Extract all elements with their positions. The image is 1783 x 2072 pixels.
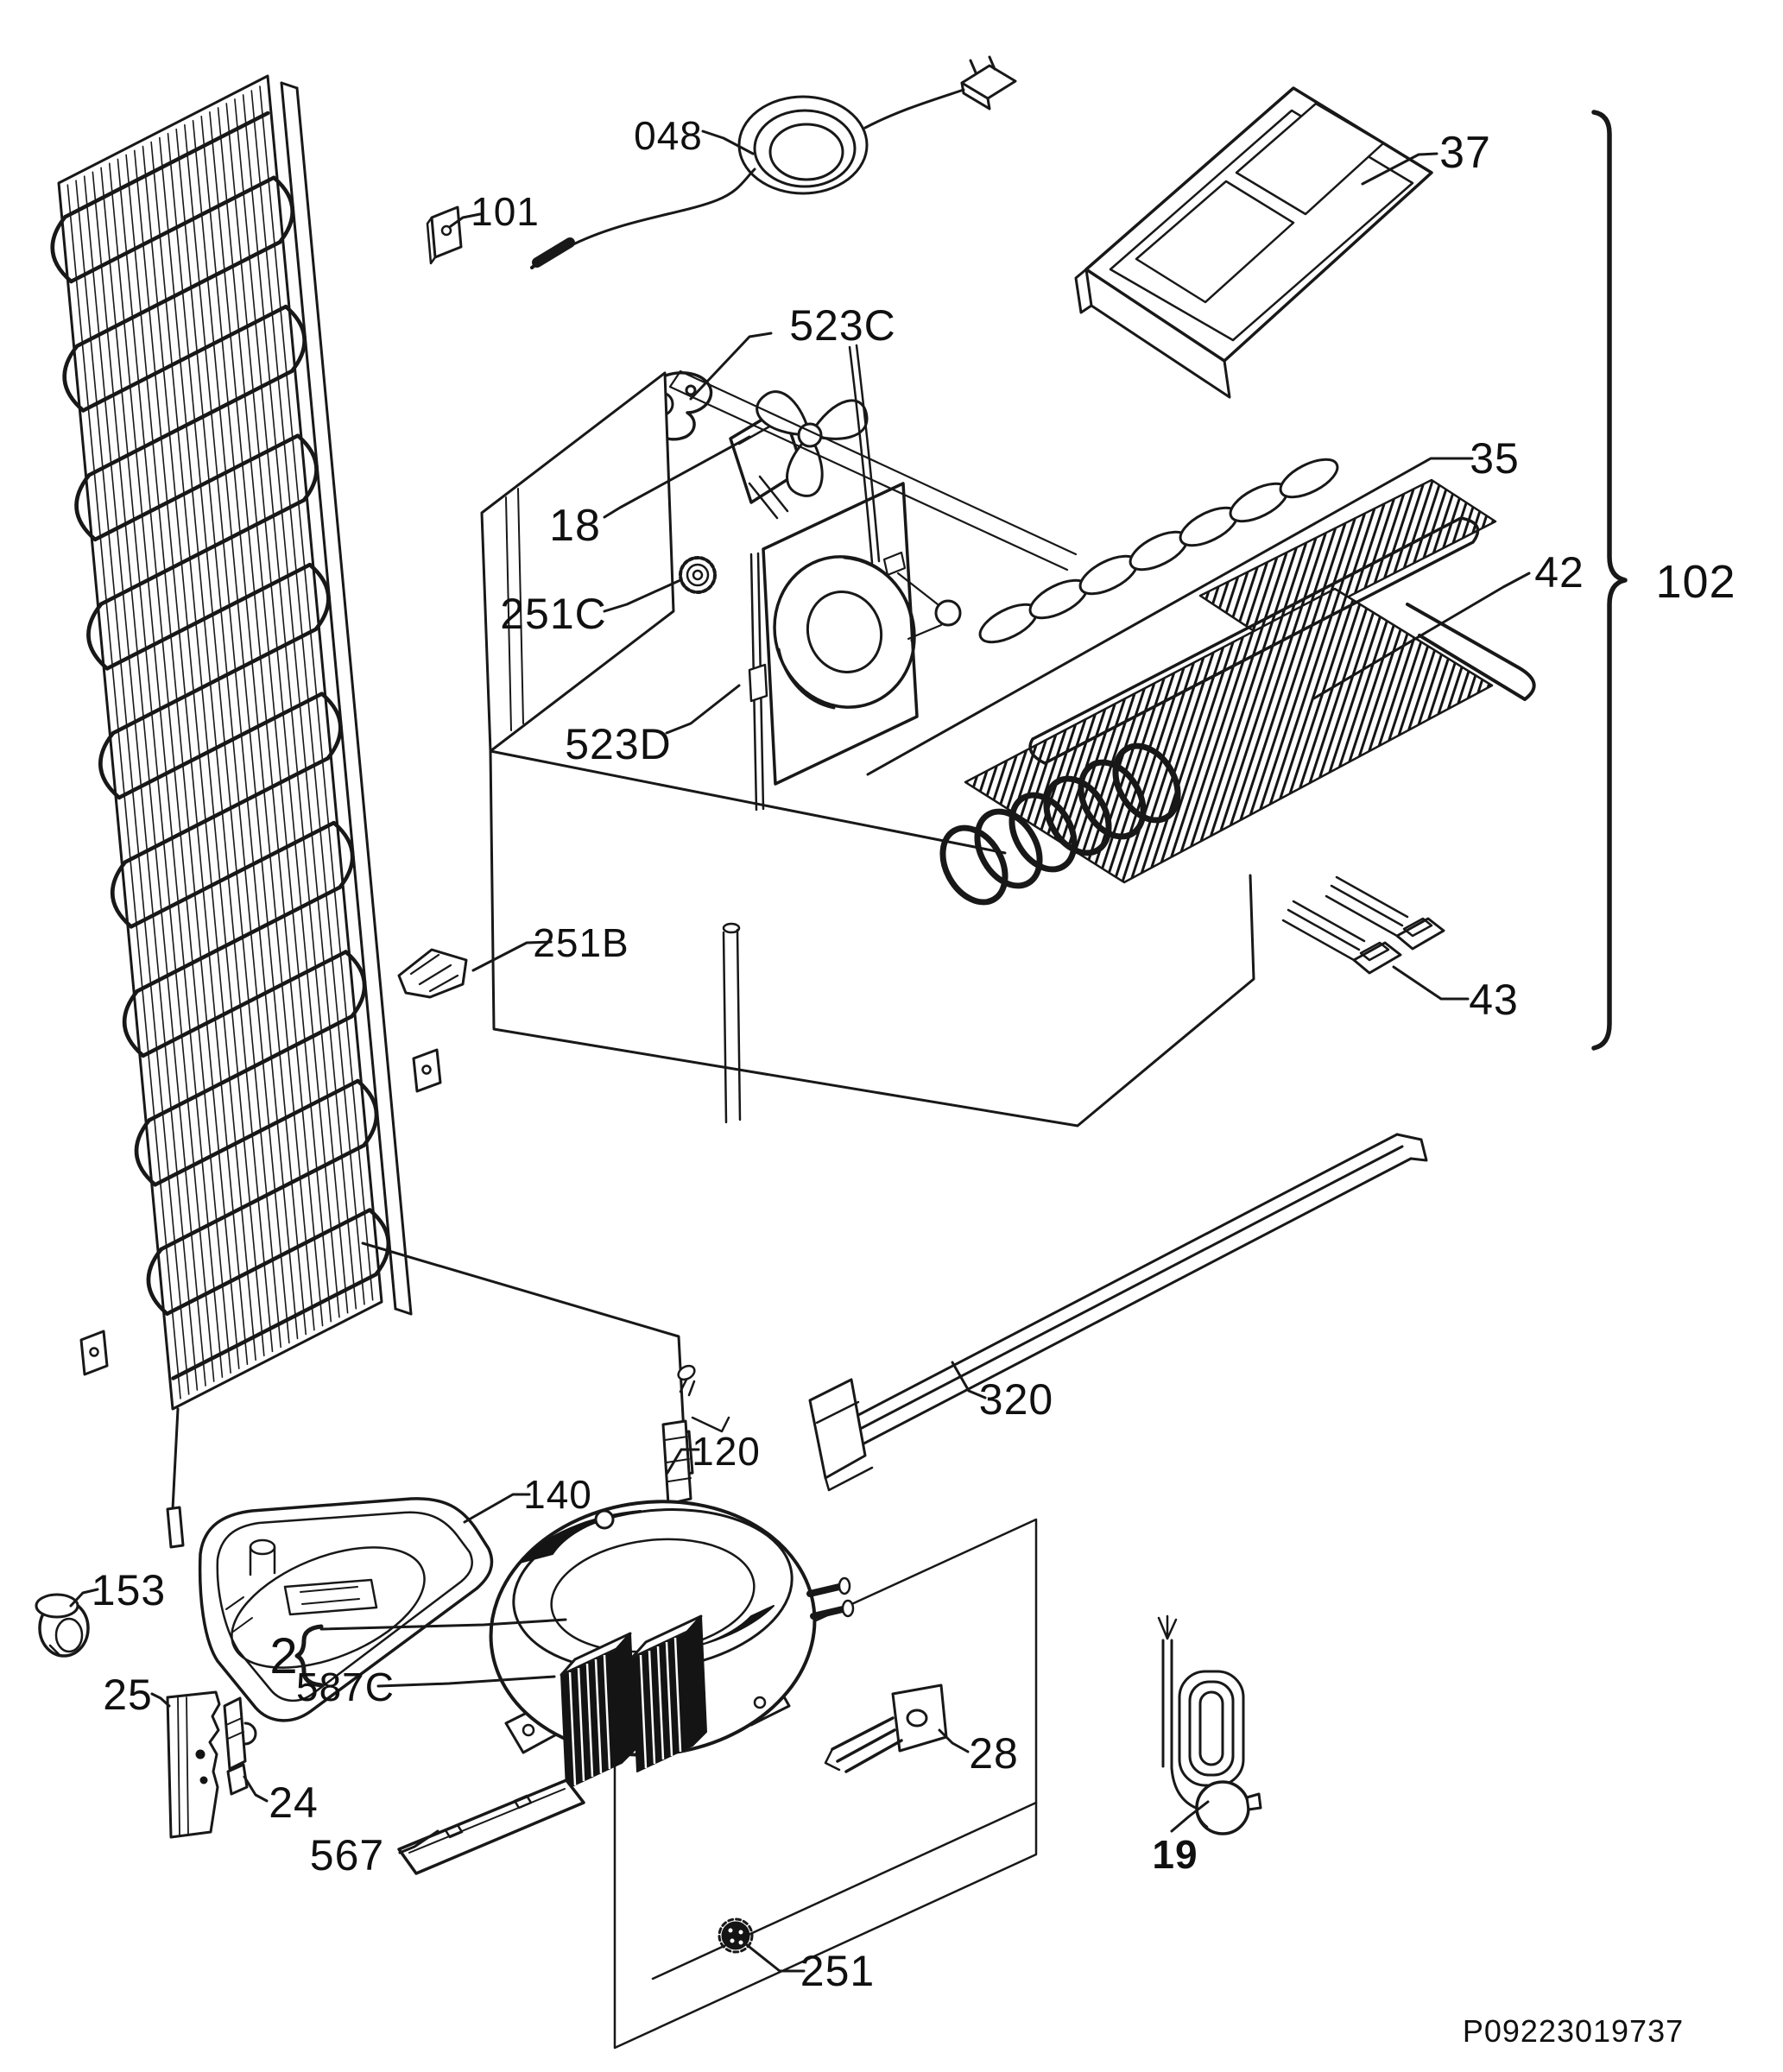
mounting-bracket-101 [426, 205, 463, 265]
callout-42: 42 [1534, 548, 1584, 597]
fan-motor-blade-18 [729, 390, 869, 520]
leader-18 [603, 435, 751, 519]
callout-048: 048 [634, 113, 703, 158]
condenser-frame-rail [280, 81, 413, 1316]
fan-nut-251C [679, 556, 717, 594]
leader-153 [69, 1588, 99, 1608]
callout-251B: 251B [533, 920, 629, 965]
bracket-28 [824, 1684, 948, 1773]
callout-18: 18 [549, 501, 601, 551]
compartment-outline [613, 1518, 1038, 2050]
leader-42 [1311, 572, 1531, 701]
leader-523D [665, 684, 741, 735]
vibration-dampers-587C [560, 1614, 707, 1790]
rail-320 [808, 1133, 1428, 1492]
callout-102: 102 [1655, 556, 1736, 608]
mounting-bracket-lower-left [79, 1330, 109, 1376]
callout-101: 101 [471, 189, 540, 234]
callout-labels: 048 101 523C 18 251C 523D 37 35 42 102 4… [92, 113, 1736, 2049]
leader-567 [398, 1829, 439, 1854]
leader-43 [1392, 965, 1470, 1001]
callout-251C: 251C [500, 590, 607, 638]
leader-251 [744, 1942, 806, 1973]
evaporator-chassis-35 [480, 344, 1255, 1128]
leader-048 [701, 130, 755, 155]
leader-35 [866, 457, 1474, 776]
callout-523C: 523C [789, 301, 896, 350]
callout-153: 153 [92, 1566, 166, 1614]
callout-43: 43 [1469, 976, 1519, 1024]
callout-19: 19 [1152, 1832, 1198, 1877]
leader-101 [449, 212, 482, 228]
callout-28: 28 [969, 1729, 1019, 1778]
callout-2: 2 [269, 1628, 298, 1684]
leader-523C [689, 332, 773, 401]
leader-251B [471, 940, 553, 972]
evaporation-tray-37 [1074, 86, 1433, 399]
leader-37 [1361, 152, 1438, 186]
drain-tray-140 [198, 1497, 494, 1722]
callout-140: 140 [523, 1472, 592, 1517]
callout-567: 567 [310, 1831, 384, 1879]
leader-25 [150, 1692, 171, 1708]
callout-37: 37 [1439, 128, 1491, 178]
leader-320 [951, 1361, 987, 1399]
leader-2 [319, 1618, 567, 1631]
callout-251: 251 [800, 1947, 875, 1995]
callout-25: 25 [103, 1671, 153, 1719]
nut-251 [718, 1917, 754, 1954]
cover-25 [166, 1690, 221, 1839]
connectors-43 [1281, 875, 1445, 975]
evaporator-42 [939, 458, 1536, 906]
clip-251B [397, 948, 468, 999]
grommet-153 [35, 1593, 90, 1658]
leader-24 [243, 1775, 269, 1803]
leader-28 [938, 1728, 970, 1753]
callout-120: 120 [692, 1429, 761, 1474]
mounting-plate-567 [397, 1778, 585, 1875]
callout-320: 320 [979, 1375, 1053, 1424]
fixings-24 [223, 1696, 257, 1796]
group-brace-2 [294, 1624, 324, 1688]
leader-lines [69, 130, 1531, 1973]
fan-shroud-523D [748, 482, 919, 812]
leader-587C [376, 1675, 556, 1688]
callout-523D: 523D [565, 720, 672, 768]
power-cable-048 [530, 55, 1017, 269]
heater-cable-19 [1157, 1614, 1262, 1835]
leader-140 [463, 1493, 531, 1524]
callout-35: 35 [1470, 434, 1520, 483]
leader-251C [603, 578, 682, 613]
mounting-bracket-mid [412, 1048, 442, 1093]
condenser-grid [50, 74, 391, 1411]
leader-120 [666, 1448, 700, 1475]
callout-24: 24 [269, 1778, 319, 1827]
leader-19 [1170, 1800, 1210, 1833]
group-brace-102 [1591, 110, 1628, 1051]
callout-587C: 587C [296, 1665, 395, 1709]
drawing-number: P09223019737 [1463, 2013, 1684, 2049]
